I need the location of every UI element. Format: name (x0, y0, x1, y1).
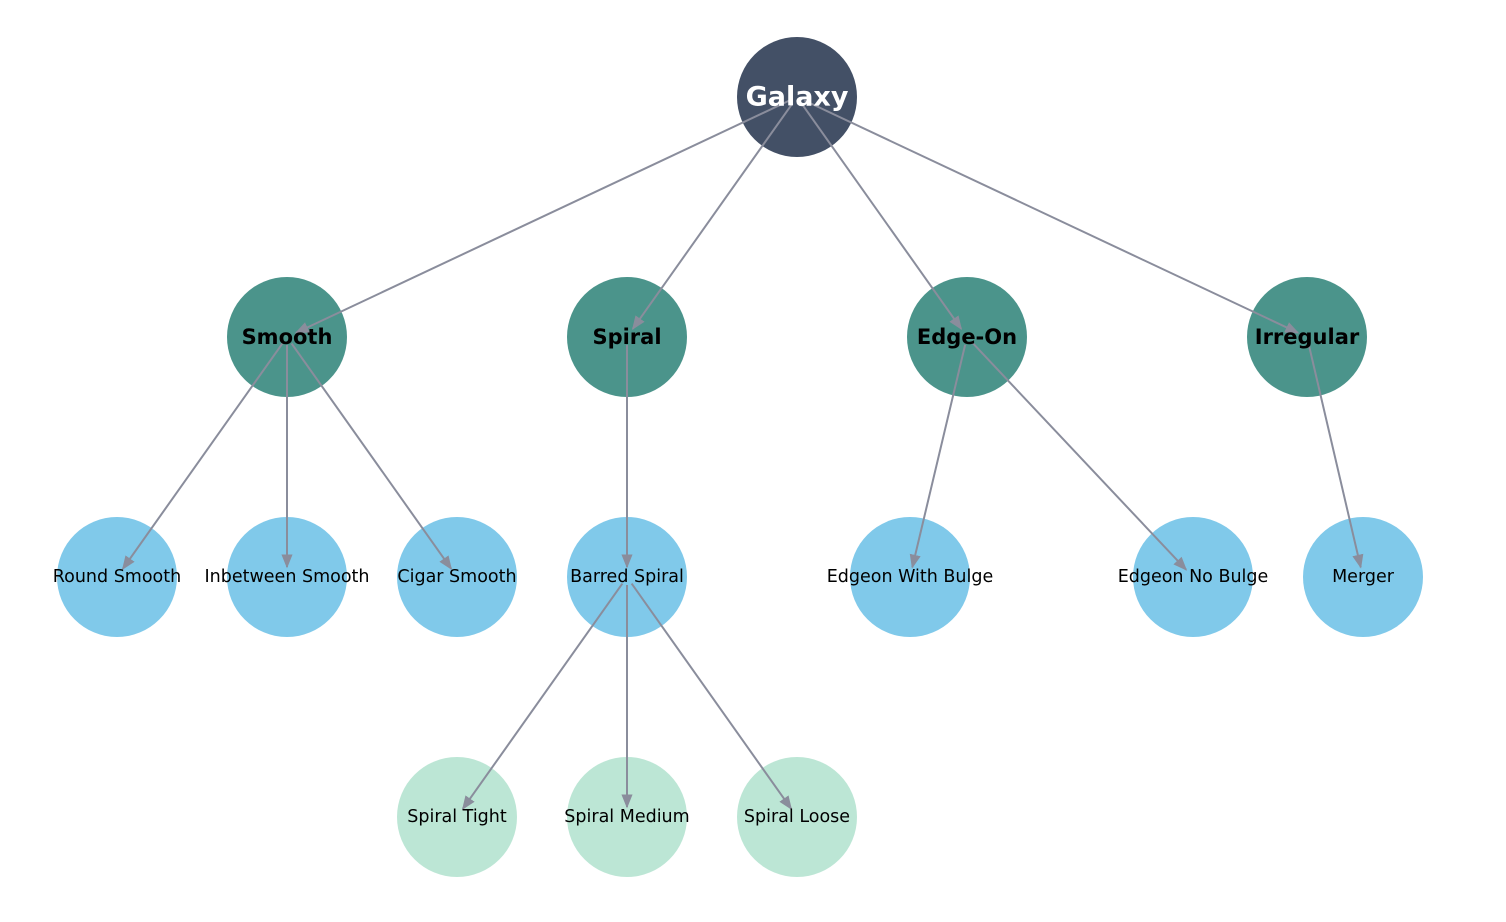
node-merger-label: Merger (1332, 567, 1395, 587)
node-spiral-tight (397, 757, 517, 877)
edges-layer (121, 99, 1364, 810)
node-edgeon-with-bulge-circle (850, 517, 970, 637)
node-irregular (1247, 277, 1367, 397)
node-spiral-loose-label: Spiral Loose (744, 807, 850, 827)
edge-smooth-to-round-smooth (121, 342, 284, 570)
node-inbetween-smooth (227, 517, 347, 637)
node-barred-spiral (567, 517, 687, 637)
node-spiral (567, 277, 687, 397)
node-inbetween-smooth-label: Inbetween Smooth (204, 567, 369, 587)
node-cigar-smooth-circle (397, 517, 517, 637)
edge-barred-spiral-to-spiral-loose (630, 582, 793, 810)
node-spiral-medium-circle (567, 757, 687, 877)
edge-barred-spiral-to-spiral-tight (461, 582, 624, 810)
node-inbetween-smooth-circle (227, 517, 347, 637)
edge-galaxy-to-smooth (294, 99, 791, 334)
node-galaxy-label: Galaxy (746, 82, 849, 113)
node-spiral-loose-circle (737, 757, 857, 877)
node-merger-circle (1303, 517, 1423, 637)
node-merger (1303, 517, 1423, 637)
edge-galaxy-to-spiral (631, 102, 794, 330)
node-smooth-label: Smooth (242, 325, 333, 349)
node-spiral-circle (567, 277, 687, 397)
node-round-smooth-circle (57, 517, 177, 637)
node-edgeon-with-bulge-label: Edgeon With Bulge (827, 567, 994, 587)
node-edgeon-with-bulge (850, 517, 970, 637)
edge-galaxy-to-edge-on (800, 102, 963, 330)
node-cigar-smooth-label: Cigar Smooth (397, 567, 516, 587)
node-smooth-circle (227, 277, 347, 397)
node-irregular-circle (1247, 277, 1367, 397)
node-edgeon-no-bulge-circle (1133, 517, 1253, 637)
edge-smooth-to-cigar-smooth (290, 342, 453, 570)
node-spiral-medium (567, 757, 687, 877)
node-barred-spiral-circle (567, 517, 687, 637)
node-galaxy-circle (737, 37, 857, 157)
edge-edge-on-to-edgeon-with-bulge (909, 344, 967, 569)
node-cigar-smooth (397, 517, 517, 637)
node-spiral-tight-circle (397, 757, 517, 877)
node-spiral-tight-label: Spiral Tight (407, 807, 507, 827)
node-spiral-label: Spiral (592, 325, 661, 349)
node-round-smooth-label: Round Smooth (53, 567, 181, 587)
node-irregular-label: Irregular (1255, 325, 1360, 349)
node-smooth (227, 277, 347, 397)
node-round-smooth (57, 517, 177, 637)
nodes-layer (57, 37, 1423, 877)
edge-galaxy-to-irregular (803, 99, 1300, 334)
node-edge-on-circle (907, 277, 1027, 397)
node-spiral-loose (737, 757, 857, 877)
node-edge-on (907, 277, 1027, 397)
node-edge-on-label: Edge-On (917, 325, 1017, 349)
node-galaxy (737, 37, 857, 157)
node-spiral-medium-label: Spiral Medium (564, 807, 689, 827)
edge-edge-on-to-edgeon-no-bulge (971, 342, 1188, 571)
node-barred-spiral-label: Barred Spiral (570, 567, 684, 587)
node-edgeon-no-bulge-label: Edgeon No Bulge (1118, 567, 1269, 587)
node-edgeon-no-bulge (1133, 517, 1253, 637)
edge-irregular-to-merger (1307, 344, 1364, 569)
